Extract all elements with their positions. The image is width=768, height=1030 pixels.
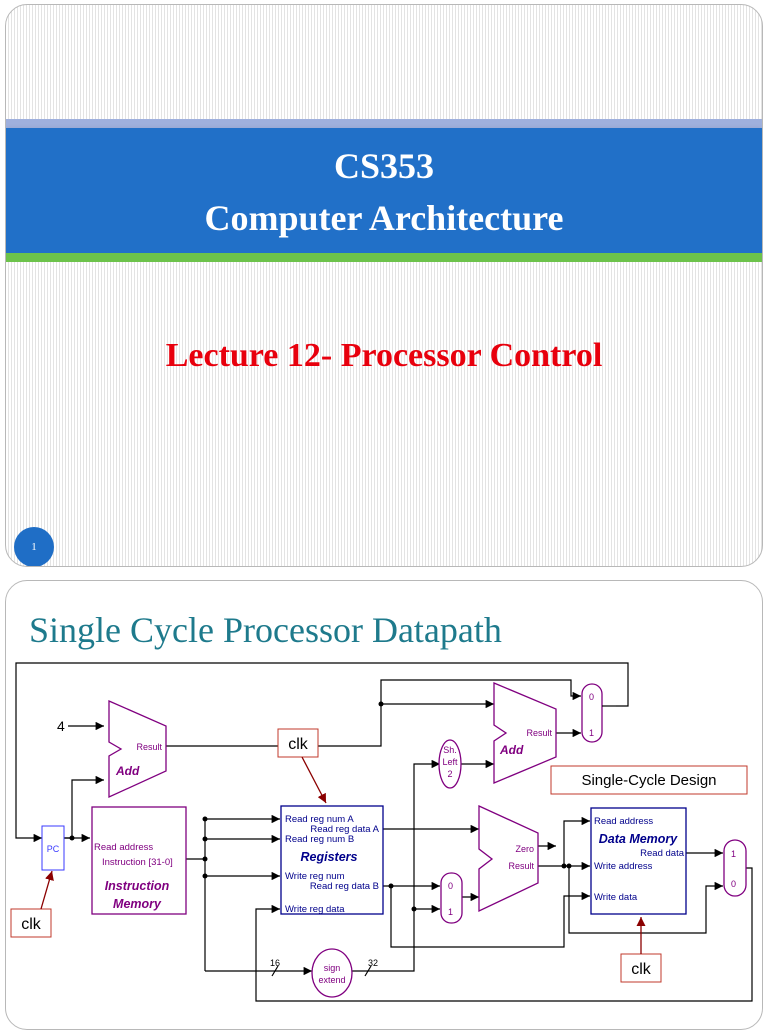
junction-dot [202, 873, 208, 879]
design-label: Single-Cycle Design [581, 772, 716, 789]
imem-name-line1: Instruction [105, 879, 170, 893]
wires [15, 662, 753, 1002]
pc-mux-zero: 0 [589, 692, 594, 702]
title-band [6, 128, 762, 253]
sign-extend-in-width: 16 [270, 958, 280, 968]
alu: Zero Result [478, 804, 539, 913]
wire-16-tick [271, 965, 279, 977]
registers-name: Registers [301, 850, 358, 864]
imem-name-line2: Memory [113, 897, 162, 911]
shift-left-line1: Sh. [443, 745, 457, 755]
junction-dot [378, 701, 384, 707]
constant-four: 4 [57, 718, 65, 734]
title-band-top-stripe [6, 119, 762, 128]
shift-left-line2: Left [442, 757, 458, 767]
alu-source-mux: 0 1 [440, 872, 463, 924]
datapath-diagram: PC 4 Result Add Read address Instruction… [10, 662, 753, 1002]
clk-label-data-memory: clk [620, 917, 662, 983]
wire-32-tick [364, 965, 372, 977]
branch-adder-name: Add [499, 743, 524, 757]
sign-extend-line2: extend [318, 975, 345, 985]
branch-adder: Result Add [493, 682, 557, 784]
shift-left-unit: Sh. Left 2 [438, 739, 462, 789]
pc-adder-result-label: Result [136, 742, 162, 752]
clk-label-registers: clk [277, 728, 327, 804]
wire-sign-extend-out [352, 759, 440, 972]
reg-read-data-a: Read reg data A [310, 824, 379, 835]
dmem-write-data: Write data [594, 892, 638, 903]
reg-write-data: Write reg data [285, 904, 345, 915]
clk-text: clk [288, 736, 309, 753]
clk-label-pc: clk [10, 870, 54, 938]
junction-dot [69, 835, 75, 841]
lecture-title: Lecture 12- Processor Control [165, 337, 603, 374]
title-slide: CS353 Computer Architecture Lecture 12- … [5, 4, 763, 567]
wire-pc-feedback [15, 662, 629, 843]
reg-read-num-b: Read reg num B [285, 834, 354, 845]
wire-alu-bypass [568, 866, 723, 934]
data-memory: Read address Data Memory Read data Write… [590, 807, 687, 915]
junction-dot [202, 816, 208, 822]
shift-left-line3: 2 [447, 769, 452, 779]
junction-dot [566, 863, 572, 869]
reg-read-data-b: Read reg data B [310, 881, 379, 892]
course-code: CS353 [333, 146, 435, 186]
pc-label: PC [47, 844, 60, 854]
dmem-name: Data Memory [599, 832, 679, 846]
slide-title: Single Cycle Processor Datapath [29, 610, 502, 650]
reg-read-num-a: Read reg num A [285, 814, 354, 825]
title-band-bottom-stripe [6, 253, 762, 262]
course-name: Computer Architecture [204, 198, 564, 238]
wire-pc4-mux [380, 679, 581, 704]
dmem-read-data: Read data [640, 848, 685, 859]
wb-mux-one: 1 [731, 849, 736, 859]
mem-to-reg-mux: 1 0 [723, 839, 747, 897]
pc-source-mux: 0 1 [581, 683, 603, 743]
pc-adder-name: Add [115, 764, 140, 778]
alu-result-label: Result [508, 861, 534, 871]
clk-text: clk [631, 961, 652, 978]
alu-mux-zero: 0 [448, 881, 453, 891]
junction-dot [561, 863, 567, 869]
page-number-badge: 1 [14, 527, 54, 566]
sign-extend-out-width: 32 [368, 958, 378, 968]
junction-dot [411, 906, 417, 912]
sign-extend-unit: sign extend [311, 948, 353, 998]
reg-write-num: Write reg num [285, 871, 345, 882]
imem-instruction: Instruction [31-0] [102, 857, 173, 868]
alu-zero-label: Zero [515, 844, 534, 854]
junction-dot [202, 836, 208, 842]
clk-text: clk [21, 916, 42, 933]
register-file: Read reg num A Read reg data A Read reg … [280, 805, 384, 915]
dmem-read-address: Read address [594, 816, 653, 827]
pc-register: PC [41, 825, 65, 871]
design-label-box: Single-Cycle Design [550, 765, 748, 795]
pc-adder: Result Add [108, 700, 167, 799]
wire-write-back [255, 867, 753, 1002]
wire-pc4 [166, 699, 494, 747]
sign-extend-line1: sign [324, 963, 341, 973]
imem-read-address: Read address [94, 842, 153, 853]
datapath-slide: Single Cycle Processor Datapath [5, 580, 763, 1030]
wire-alu-to-read-addr [563, 816, 590, 866]
junctions [69, 701, 572, 912]
pc-mux-one: 1 [589, 728, 594, 738]
wire-reg-b-to-dmem [390, 886, 590, 948]
alu-mux-one: 1 [448, 907, 453, 917]
dmem-write-address: Write address [594, 861, 653, 872]
instruction-memory: Read address Instruction [31-0] Instruct… [91, 806, 187, 915]
branch-adder-result-label: Result [526, 728, 552, 738]
wb-mux-zero: 0 [731, 879, 736, 889]
junction-dot [202, 856, 208, 862]
junction-dot [388, 883, 394, 889]
